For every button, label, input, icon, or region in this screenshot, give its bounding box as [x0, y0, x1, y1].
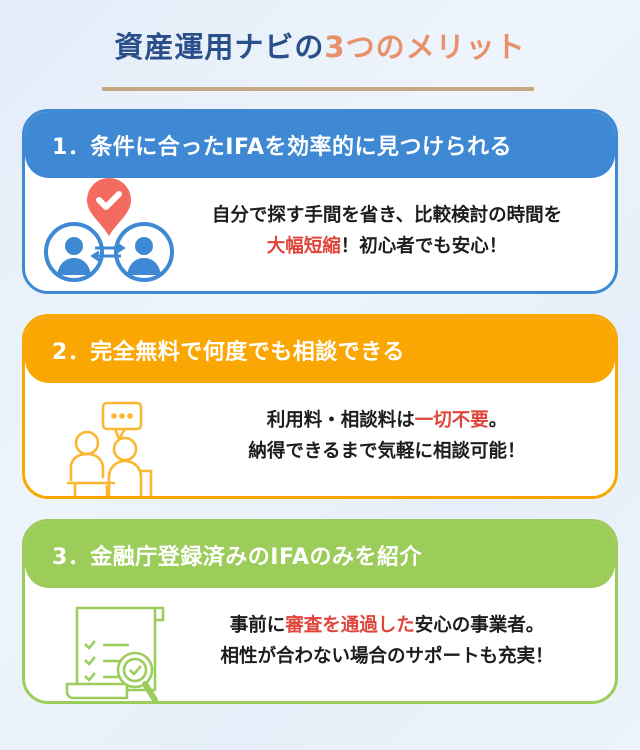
- merit-description: 事前に審査を通過した安心の事業者。 相性が合わない場合のサポートも充実！: [165, 610, 609, 672]
- description-line-2: 大幅短縮！初心者でも安心！: [165, 231, 609, 262]
- merit-heading: 1．条件に合ったIFAを効率的に見つけられる: [52, 135, 513, 160]
- description-text: 安心の事業者。: [414, 615, 545, 636]
- merit-header: 2．完全無料で何度でも相談できる: [25, 317, 615, 383]
- description-text: 。: [488, 410, 508, 431]
- merit-card-3: 3．金融庁登録済みのIFAのみを紹介 事前に審査を通過した安心の事業者。 相性が…: [22, 519, 618, 704]
- merit-description: 自分で探す手間を省き、比較検討の時間を 大幅短縮！初心者でも安心！: [165, 200, 609, 262]
- verified-document-icon: [65, 606, 165, 701]
- merit-header: 1．条件に合ったIFAを効率的に見つけられる: [25, 112, 615, 178]
- title-main: 資産運用ナビの: [114, 30, 325, 64]
- title-accent: 3つのメリット: [324, 30, 526, 64]
- merit-card-1: 1．条件に合ったIFAを効率的に見つけられる 自分で探す手間を省き、比較検討の時…: [22, 109, 618, 294]
- merit-heading: 3．金融庁登録済みのIFAのみを紹介: [52, 545, 423, 570]
- title-underline: [102, 87, 534, 91]
- description-line-1: 利用料・相談料は一切不要。: [165, 405, 609, 436]
- merit-card-2: 2．完全無料で何度でも相談できる 利用料・相談料は一切不要。 納得できるまで気軽…: [22, 314, 618, 499]
- consultation-icon: [67, 401, 153, 496]
- highlight-text: 一切不要: [414, 410, 489, 431]
- merit-header: 3．金融庁登録済みのIFAのみを紹介: [25, 522, 615, 588]
- highlight-text: 審査を通過した: [285, 615, 415, 636]
- description-line-2: 相性が合わない場合のサポートも充実！: [220, 646, 554, 667]
- description-line-1: 事前に審査を通過した安心の事業者。: [165, 610, 609, 641]
- description-text: ！初心者でも安心！: [340, 236, 508, 257]
- description-line-1: 自分で探す手間を省き、比較検討の時間を: [211, 205, 563, 226]
- description-text: 事前に: [229, 615, 286, 636]
- people-match-icon: [44, 178, 174, 282]
- merit-heading: 2．完全無料で何度でも相談できる: [52, 340, 405, 365]
- merit-description: 利用料・相談料は一切不要。 納得できるまで気軽に相談可能！: [165, 405, 609, 467]
- page-title: 資産運用ナビの3つのメリット: [0, 24, 640, 66]
- description-line-2: 納得できるまで気軽に相談可能！: [248, 441, 526, 462]
- description-text: 利用料・相談料は: [266, 410, 415, 431]
- highlight-text: 大幅短縮: [266, 236, 341, 257]
